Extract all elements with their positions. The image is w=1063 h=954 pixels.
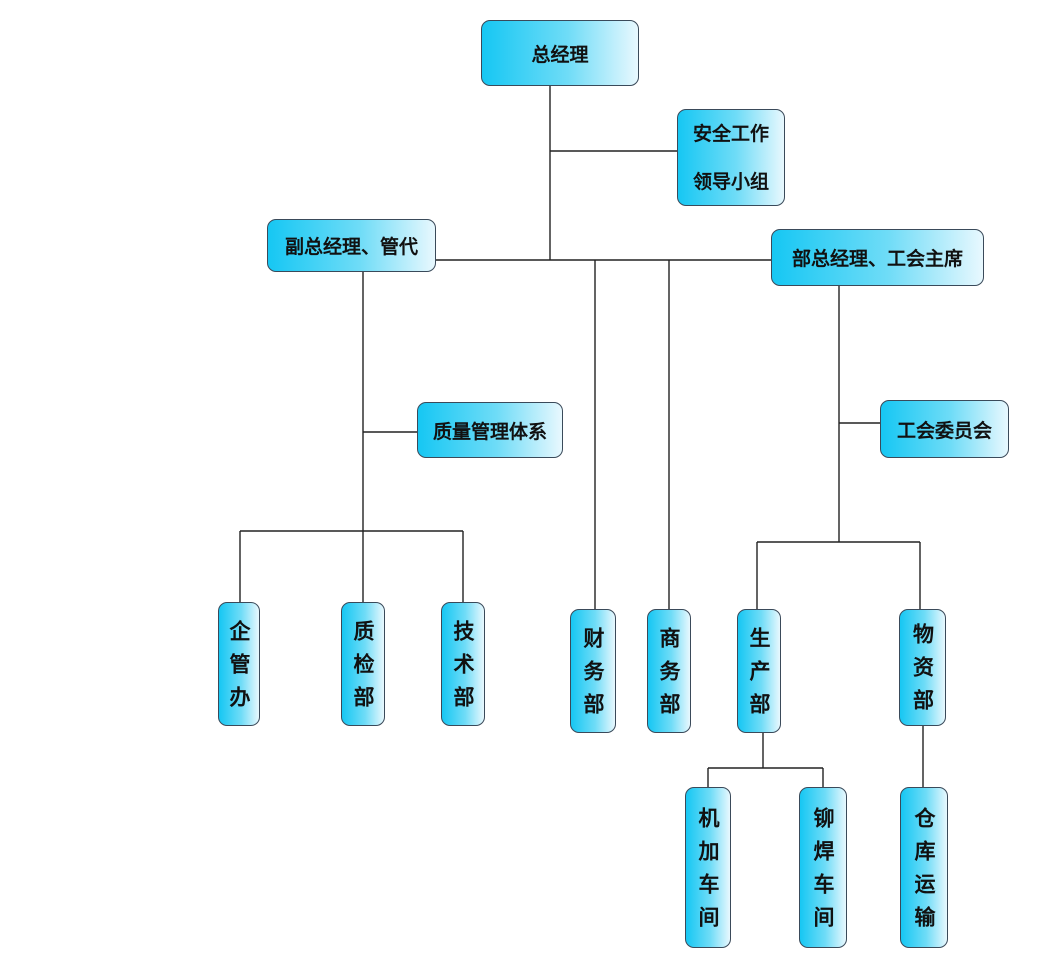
production-department-node: 生产部 [737, 609, 781, 733]
node-label: 质量管理体系 [432, 420, 547, 443]
node-label: 质检部 [351, 619, 375, 719]
node-label: 安全工作 领导小组 [692, 122, 769, 193]
node-label: 总经理 [531, 43, 589, 66]
quality-system-node: 质量管理体系 [417, 402, 563, 458]
general-manager-node: 总经理 [481, 20, 639, 86]
safety-leadership-group-node: 安全工作 领导小组 [677, 109, 785, 206]
tech-department-node: 技术部 [441, 602, 485, 726]
node-label: 副总经理、管代 [284, 236, 418, 258]
warehouse-transport-node: 仓库运输 [900, 787, 948, 948]
materials-department-node: 物资部 [899, 609, 946, 726]
qc-department-node: 质检部 [341, 602, 385, 726]
node-label: 机加车间 [696, 806, 720, 939]
machining-workshop-node: 机加车间 [685, 787, 731, 948]
node-label: 工会委员会 [896, 419, 992, 442]
finance-department-node: 财务部 [570, 609, 616, 733]
riveting-workshop-node: 铆焊车间 [799, 787, 847, 948]
node-label: 企管办 [227, 619, 251, 719]
node-label: 财务部 [581, 626, 605, 726]
node-label: 部总经理、工会主席 [791, 248, 963, 270]
union-committee-node: 工会委员会 [880, 400, 1009, 458]
node-label: 物资部 [910, 623, 935, 722]
commerce-department-node: 商务部 [647, 609, 691, 733]
union-chair-node: 部总经理、工会主席 [771, 229, 984, 286]
node-label: 技术部 [451, 619, 475, 719]
deputy-gm-node: 副总经理、管代 [267, 219, 436, 272]
enterprise-office-node: 企管办 [218, 602, 260, 726]
node-label: 铆焊车间 [811, 806, 835, 939]
node-label: 商务部 [657, 626, 681, 726]
node-label: 仓库运输 [912, 806, 936, 939]
node-label: 生产部 [747, 626, 771, 726]
